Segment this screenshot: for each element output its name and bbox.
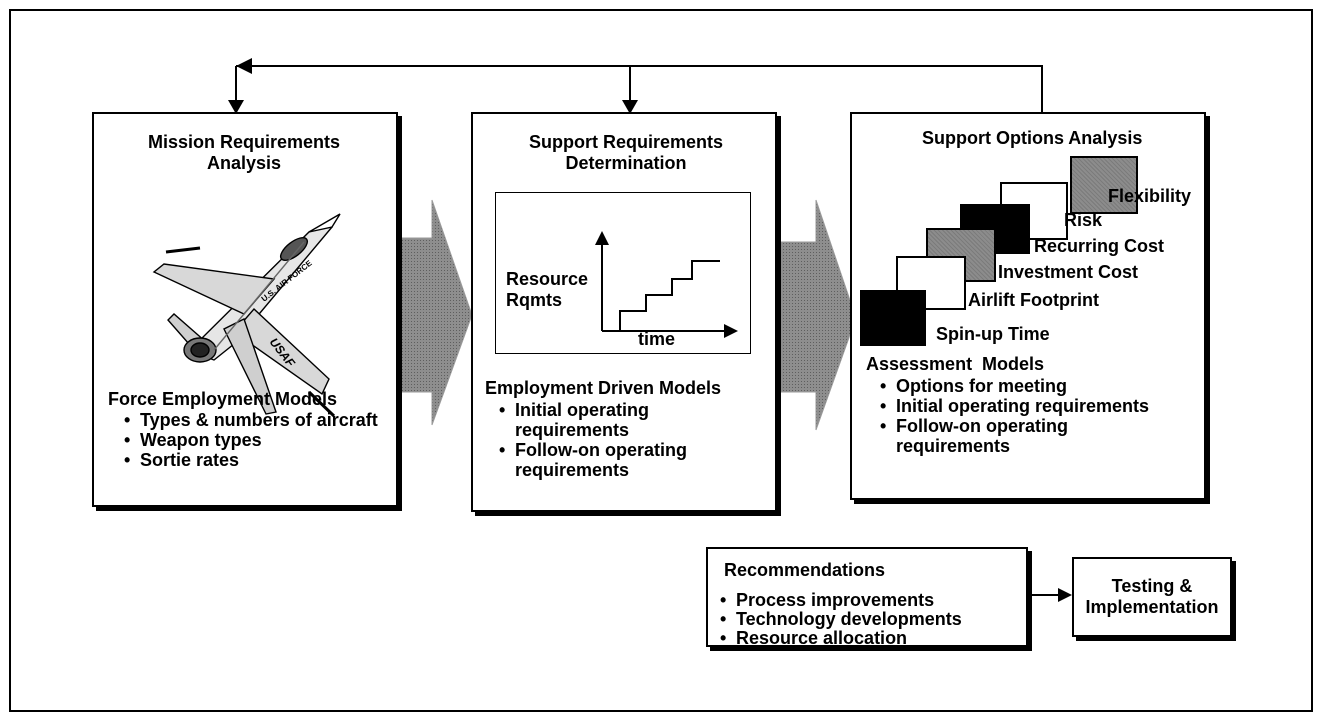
testing-implementation-label: Testing & Implementation [1085,576,1219,617]
recommendations-title: Recommendations [724,560,886,580]
x-axis-arrowhead [724,324,738,338]
support-requirements-title: Support Requirements Determination [528,132,724,173]
list-item: Initial operating requirements [880,396,1149,416]
force-employment-bullets: Types & numbers of aircraft Weapon types… [124,410,380,470]
fighter-jet-icon: U.S. AIR FORCE USAF [152,213,341,418]
recommendations-bullets: Process improvements Technology developm… [720,591,962,649]
support-options-title: Support Options Analysis [922,128,1143,148]
option-block-flexibility [1070,156,1138,214]
option-block-spin-up-time [860,290,926,346]
force-employment-models-title: Force Employment Models [108,389,338,409]
list-item: Follow-on operating requirements [499,440,745,480]
employment-driven-bullets: Initial operating requirements Follow-on… [499,400,739,480]
list-item: Sortie rates [124,450,380,470]
graph-y-label: Resource Rqmts [506,269,589,310]
feedback-arrowhead-down-1 [228,100,244,114]
resource-graph-box: Resource Rqmts time [495,192,751,354]
list-item: Options for meeting [880,376,1149,396]
feedback-arrowhead-down-2 [622,100,638,114]
option-label-flexibility: Flexibility [1108,186,1192,206]
graph-x-label: time [638,329,676,349]
recommendations-to-testing-arrowhead [1058,588,1072,602]
feedback-arrowhead-left [236,58,252,74]
support-options-box: Support Options Analysis Flexibility Ris… [850,112,1206,500]
mission-requirements-box: Mission Requirements Analysis U.S. AIR [92,112,398,507]
option-label-risk: Risk [1064,210,1103,230]
flow-arrow-2 [779,199,857,431]
flow-arrow-1 [397,199,473,426]
list-item: Types & numbers of aircraft [124,410,380,430]
support-requirements-box: Support Requirements Determination Resou… [471,112,777,512]
list-item: Initial operating requirements [499,400,695,440]
option-block-risk [1000,182,1068,240]
list-item: Process improvements [720,591,962,611]
testing-implementation-box: Testing & Implementation [1072,557,1232,637]
option-label-airlift-footprint: Airlift Footprint [968,290,1099,310]
option-label-recurring-cost: Recurring Cost [1034,236,1165,256]
list-item: Resource allocation [720,629,962,649]
y-axis-arrowhead [595,231,609,245]
employment-driven-models-title: Employment Driven Models [485,378,722,398]
assessment-models-title: Assessment Models [866,354,1045,374]
feedback-loop-line [235,65,1043,112]
list-item: Follow-on operating requirements [880,416,1136,456]
option-label-spin-up-time: Spin-up Time [936,324,1050,344]
list-item: Weapon types [124,430,380,450]
recommendations-box: Recommendations Process improvements Tec… [706,547,1028,649]
assessment-models-bullets: Options for meeting Initial operating re… [880,376,1149,456]
mission-requirements-title: Mission Requirements Analysis [147,132,341,173]
option-label-investment-cost: Investment Cost [998,262,1139,282]
step-graph [595,231,738,338]
list-item: Technology developments [720,610,962,630]
